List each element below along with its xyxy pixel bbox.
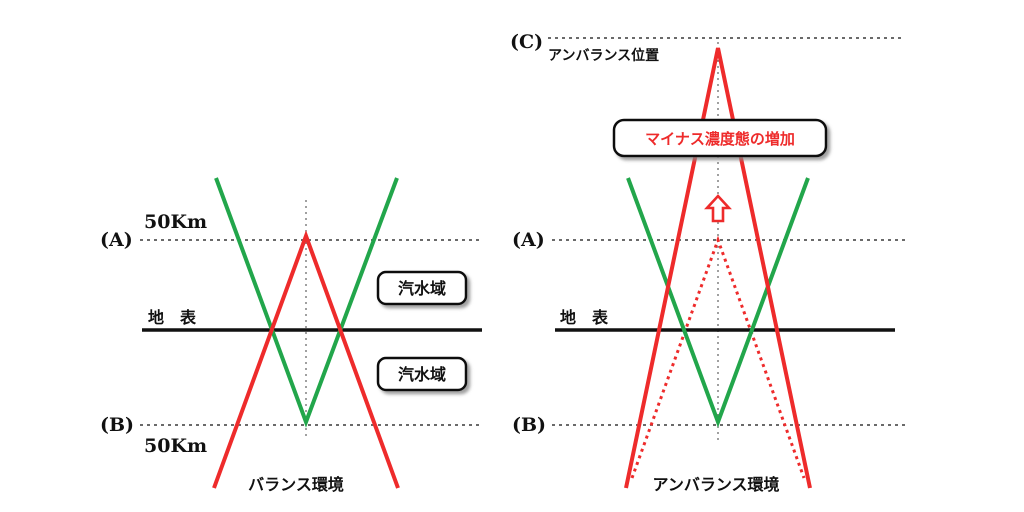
left-caption: バランス環境 bbox=[248, 475, 344, 494]
left-panel: (A) 50Km (B) 50Km 地 表 汽水域 汽水域 バランス環境 bbox=[100, 177, 482, 494]
left-label-a: (A) bbox=[100, 229, 133, 251]
callout-box: マイナス濃度態の増加 bbox=[612, 118, 828, 158]
right-red-tall-inverted-v bbox=[624, 47, 812, 489]
right-label-a: (A) bbox=[512, 229, 545, 251]
left-zone-upper-box: 汽水域 bbox=[376, 270, 468, 306]
right-label-c-text: アンバランス位置 bbox=[548, 47, 659, 64]
left-surface-label: 地 表 bbox=[148, 308, 197, 327]
left-label-b: (B) bbox=[100, 414, 134, 436]
right-caption: アンバランス環境 bbox=[652, 475, 779, 494]
right-label-b: (B) bbox=[512, 414, 546, 436]
right-label-c: (C) bbox=[510, 31, 543, 53]
right-panel: (C) アンバランス位置 (A) (B) 地 表 マイナス濃度態の増加 アンバラ… bbox=[510, 31, 905, 494]
left-zone-lower-box: 汽水域 bbox=[376, 356, 468, 392]
callout-text: マイナス濃度態の増加 bbox=[645, 130, 795, 148]
left-red-inverted-v bbox=[212, 230, 400, 489]
right-green-v bbox=[626, 177, 810, 428]
left-zone-lower-text: 汽水域 bbox=[398, 365, 446, 384]
left-label-b-km: 50Km bbox=[144, 435, 207, 457]
left-label-a-km: 50Km bbox=[144, 211, 207, 233]
right-red-dotted-original-v bbox=[630, 235, 806, 479]
up-arrow-icon bbox=[704, 194, 732, 223]
left-zone-upper-text: 汽水域 bbox=[398, 279, 446, 298]
right-surface-label: 地 表 bbox=[560, 308, 609, 327]
left-green-v bbox=[214, 177, 399, 428]
